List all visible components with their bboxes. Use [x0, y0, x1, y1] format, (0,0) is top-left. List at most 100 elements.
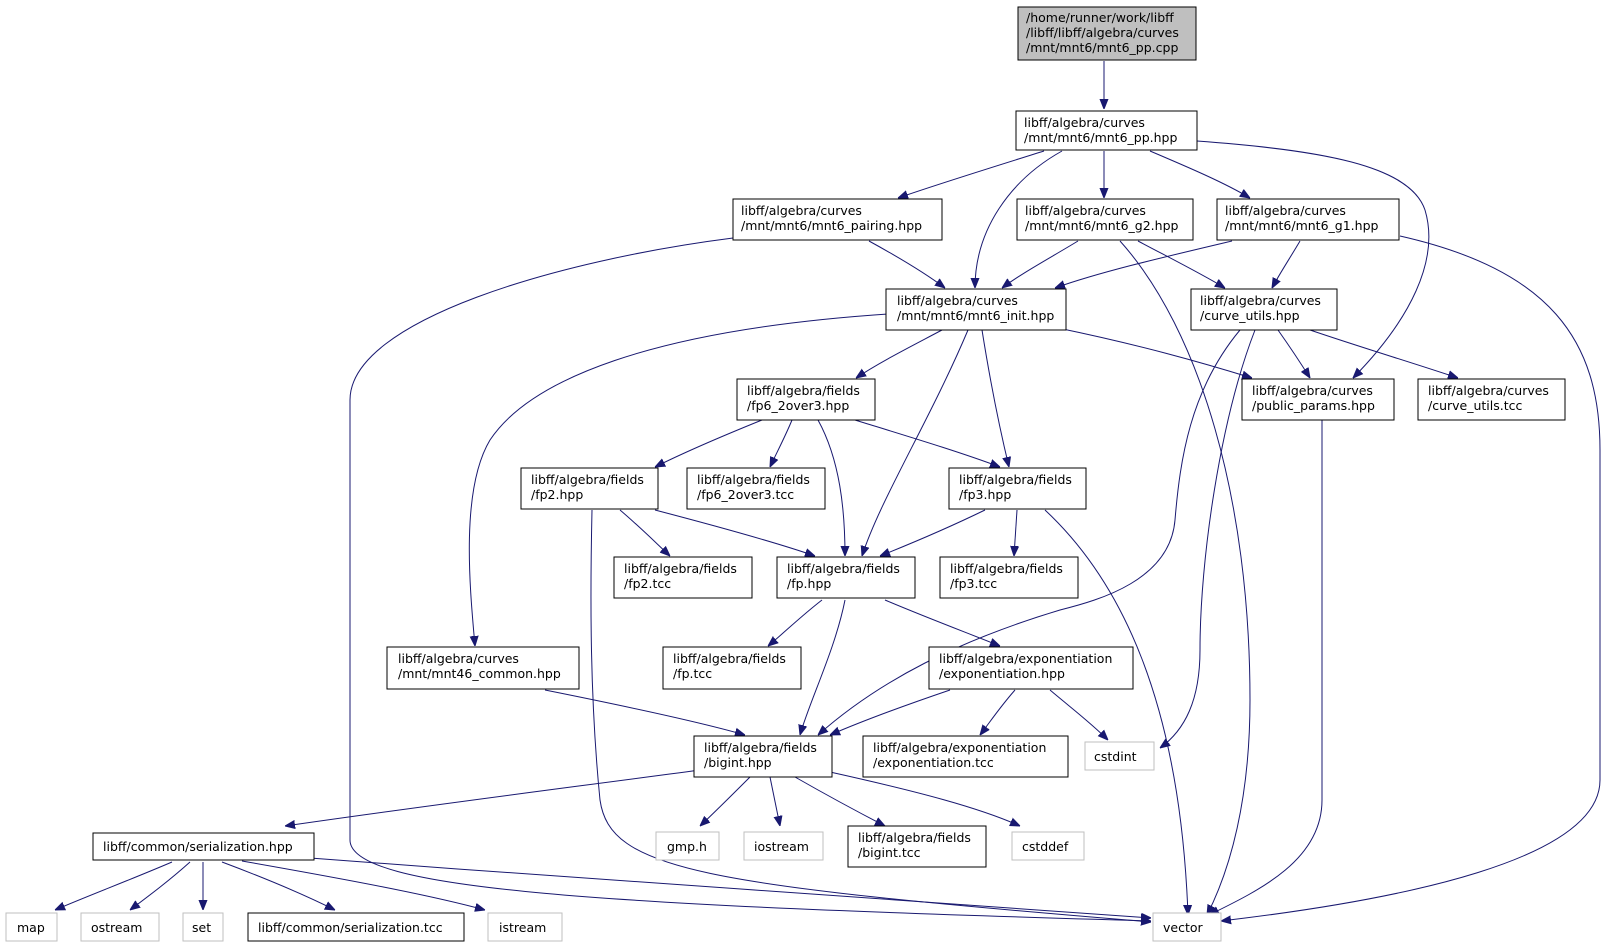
- edge-bigint-hpp-to-iostream: [769, 776, 780, 826]
- svg-text:libff/algebra/curves: libff/algebra/curves: [1428, 383, 1549, 398]
- edge-curve-utils-hpp-to-cstdint: [1160, 329, 1256, 748]
- svg-text:libff/algebra/curves: libff/algebra/curves: [1252, 383, 1373, 398]
- svg-text:libff/algebra/fields: libff/algebra/fields: [697, 472, 810, 487]
- edges: [55, 61, 1601, 922]
- node-exponentiation-hpp[interactable]: libff/algebra/exponentiation /exponentia…: [928, 646, 1134, 690]
- svg-text:map: map: [17, 920, 45, 935]
- node-vector[interactable]: vector: [1152, 912, 1222, 942]
- node-fp6-2over3-hpp[interactable]: libff/algebra/fields /fp6_2over3.hpp: [736, 378, 876, 421]
- svg-text:libff/algebra/curves: libff/algebra/curves: [1024, 115, 1145, 130]
- node-fp3-hpp[interactable]: libff/algebra/fields /fp3.hpp: [948, 467, 1087, 510]
- svg-text:/fp.tcc: /fp.tcc: [673, 666, 712, 681]
- svg-text:/mnt/mnt6/mnt6_pp.cpp: /mnt/mnt6/mnt6_pp.cpp: [1026, 40, 1178, 55]
- node-curve-utils-hpp[interactable]: libff/algebra/curves /curve_utils.hpp: [1190, 288, 1338, 331]
- svg-text:libff/algebra/curves: libff/algebra/curves: [741, 203, 862, 218]
- edge-curve-utils-hpp-to-curve-utils-tcc: [1309, 329, 1458, 378]
- edge-serialization-hpp-to-ostream: [130, 861, 191, 910]
- node-fp6-2over3-tcc[interactable]: libff/algebra/fields /fp6_2over3.tcc: [686, 467, 826, 510]
- node-map[interactable]: map: [5, 912, 58, 942]
- edge-serialization-hpp-to-map: [55, 861, 173, 910]
- node-root-file[interactable]: /home/runner/work/libff /libff/libff/alg…: [1017, 6, 1197, 61]
- edge-mnt6-g1-to-mnt6-init: [1055, 240, 1233, 288]
- node-set[interactable]: set: [182, 912, 224, 942]
- svg-text:/fp.hpp: /fp.hpp: [787, 576, 831, 591]
- edge-fp-hpp-to-exponentiation-hpp: [884, 599, 1000, 646]
- node-gmp-h[interactable]: gmp.h: [655, 831, 720, 861]
- svg-text:libff/algebra/fields: libff/algebra/fields: [747, 383, 860, 398]
- svg-text:libff/common/serialization.tcc: libff/common/serialization.tcc: [258, 920, 443, 935]
- node-mnt6-init-hpp[interactable]: libff/algebra/curves /mnt/mnt6/mnt6_init…: [885, 288, 1067, 331]
- node-fp-hpp[interactable]: libff/algebra/fields /fp.hpp: [776, 556, 916, 599]
- edge-mnt6-pp-hpp-to-mnt6-g1: [1149, 150, 1250, 198]
- node-mnt6-pp-hpp[interactable]: libff/algebra/curves /mnt/mnt6/mnt6_pp.h…: [1015, 110, 1198, 151]
- svg-text:libff/algebra/fields: libff/algebra/fields: [704, 740, 817, 755]
- edge-mnt6-g2-to-mnt6-init: [1002, 240, 1079, 288]
- node-bigint-hpp[interactable]: libff/algebra/fields /bigint.hpp: [693, 735, 833, 778]
- svg-text:/mnt/mnt6/mnt6_init.hpp: /mnt/mnt6/mnt6_init.hpp: [897, 308, 1054, 323]
- edge-mnt6-init-to-mnt46-common: [468, 313, 889, 646]
- node-exponentiation-tcc[interactable]: libff/algebra/exponentiation /exponentia…: [862, 735, 1069, 778]
- node-fp2-hpp[interactable]: libff/algebra/fields /fp2.hpp: [520, 467, 659, 510]
- node-curve-utils-tcc[interactable]: libff/algebra/curves /curve_utils.tcc: [1417, 378, 1566, 421]
- svg-text:/mnt/mnt46_common.hpp: /mnt/mnt46_common.hpp: [398, 666, 561, 681]
- svg-text:libff/algebra/exponentiation: libff/algebra/exponentiation: [873, 740, 1046, 755]
- edge-exponentiation-hpp-to-bigint-hpp: [830, 689, 951, 735]
- node-mnt6-g2-hpp[interactable]: libff/algebra/curves /mnt/mnt6/mnt6_g2.h…: [1016, 198, 1194, 241]
- edge-mnt46-common-to-bigint-hpp: [544, 689, 745, 735]
- edge-fp-hpp-to-bigint-hpp: [800, 599, 846, 735]
- node-cstdint[interactable]: cstdint: [1084, 741, 1155, 771]
- edge-mnt6-g1-to-vector: [1221, 235, 1601, 921]
- edge-serialization-hpp-to-serialization-tcc: [221, 861, 335, 910]
- svg-text:/exponentiation.tcc: /exponentiation.tcc: [873, 755, 994, 770]
- svg-text:vector: vector: [1163, 920, 1204, 935]
- edge-exponentiation-hpp-to-exponentiation-tcc: [980, 689, 1016, 735]
- svg-text:ostream: ostream: [91, 920, 142, 935]
- node-iostream[interactable]: iostream: [743, 831, 824, 861]
- svg-text:libff/algebra/fields: libff/algebra/fields: [950, 561, 1063, 576]
- edge-fp6-2over3-hpp-to-fp3-hpp: [854, 419, 1000, 467]
- svg-text:istream: istream: [499, 920, 546, 935]
- svg-text:libff/common/serialization.hpp: libff/common/serialization.hpp: [103, 839, 293, 854]
- node-cstddef[interactable]: cstddef: [1011, 831, 1085, 861]
- edge-mnt6-pp-hpp-to-public-params: [1196, 140, 1430, 378]
- edge-exponentiation-hpp-to-cstdint: [1049, 689, 1108, 740]
- edge-public-params-to-vector: [1209, 420, 1323, 915]
- edge-curve-utils-hpp-to-bigint-hpp: [818, 329, 1241, 735]
- node-fp-tcc[interactable]: libff/algebra/fields /fp.tcc: [662, 646, 802, 690]
- svg-text:/fp6_2over3.hpp: /fp6_2over3.hpp: [747, 398, 849, 413]
- svg-text:libff/algebra/fields: libff/algebra/fields: [959, 472, 1072, 487]
- svg-text:libff/algebra/curves: libff/algebra/curves: [1025, 203, 1146, 218]
- svg-text:/fp3.hpp: /fp3.hpp: [959, 487, 1011, 502]
- node-bigint-tcc[interactable]: libff/algebra/fields /bigint.tcc: [847, 825, 987, 868]
- edge-mnt6-init-to-fp6-2over3-hpp: [856, 329, 943, 378]
- node-fp2-tcc[interactable]: libff/algebra/fields /fp2.tcc: [613, 556, 753, 599]
- svg-text:/public_params.hpp: /public_params.hpp: [1252, 398, 1375, 413]
- svg-text:libff/algebra/curves: libff/algebra/curves: [1225, 203, 1346, 218]
- svg-text:/libff/libff/algebra/curves: /libff/libff/algebra/curves: [1026, 25, 1179, 40]
- svg-text:libff/algebra/fields: libff/algebra/fields: [624, 561, 737, 576]
- node-serialization-tcc[interactable]: libff/common/serialization.tcc: [247, 912, 465, 942]
- edge-fp-hpp-to-fp-tcc: [768, 599, 823, 646]
- node-mnt46-common-hpp[interactable]: libff/algebra/curves /mnt/mnt46_common.h…: [386, 646, 580, 690]
- edge-bigint-hpp-to-cstddef: [829, 771, 1020, 826]
- node-serialization-hpp[interactable]: libff/common/serialization.hpp: [92, 832, 315, 861]
- edge-fp2-hpp-to-fp2-tcc: [619, 509, 670, 556]
- node-public-params-hpp[interactable]: libff/algebra/curves /public_params.hpp: [1241, 378, 1395, 421]
- edge-fp6-2over3-hpp-to-fp6-2over3-tcc: [770, 419, 793, 467]
- svg-text:libff/algebra/curves: libff/algebra/curves: [897, 293, 1018, 308]
- edge-fp3-hpp-to-vector: [1044, 509, 1188, 915]
- node-mnt6-g1-hpp[interactable]: libff/algebra/curves /mnt/mnt6/mnt6_g1.h…: [1216, 198, 1400, 241]
- svg-text:cstddef: cstddef: [1022, 839, 1069, 854]
- edge-mnt6-init-to-public-params: [1057, 327, 1252, 378]
- edge-bigint-hpp-to-gmp-h: [700, 776, 751, 826]
- node-istream[interactable]: istream: [487, 912, 563, 942]
- edge-bigint-hpp-to-serialization-hpp: [285, 769, 701, 826]
- svg-text:libff/algebra/fields: libff/algebra/fields: [531, 472, 644, 487]
- node-ostream[interactable]: ostream: [80, 912, 160, 942]
- svg-text:libff/algebra/fields: libff/algebra/fields: [787, 561, 900, 576]
- node-mnt6-pairing-hpp[interactable]: libff/algebra/curves /mnt/mnt6/mnt6_pair…: [732, 198, 943, 241]
- node-fp3-tcc[interactable]: libff/algebra/fields /fp3.tcc: [939, 556, 1079, 599]
- edge-bigint-hpp-to-bigint-tcc: [794, 776, 885, 826]
- edge-mnt6-pp-hpp-to-mnt6-pairing: [898, 150, 1045, 198]
- edge-fp2-hpp-to-vector: [590, 509, 1151, 922]
